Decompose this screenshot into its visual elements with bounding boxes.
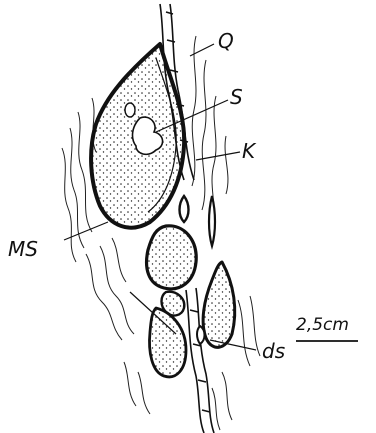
scale-label: 2,5cm xyxy=(296,315,349,335)
middle-lens xyxy=(147,226,197,289)
label-q: Q xyxy=(218,29,234,53)
label-ds: ds xyxy=(262,339,285,363)
label-k: K xyxy=(242,139,257,163)
small-lens-1 xyxy=(180,196,189,222)
schist-foliation-right xyxy=(192,36,260,430)
leader-ms xyxy=(64,222,108,240)
small-upper-lens xyxy=(162,292,185,316)
inner-cavity-small xyxy=(125,103,135,117)
lower-left-lens xyxy=(150,308,186,377)
label-s: S xyxy=(230,85,243,109)
right-lens xyxy=(203,262,235,347)
leader-q xyxy=(190,44,214,56)
small-lens-2 xyxy=(209,196,215,246)
small-dark-lens xyxy=(197,326,205,344)
label-ms: MS xyxy=(8,237,38,261)
